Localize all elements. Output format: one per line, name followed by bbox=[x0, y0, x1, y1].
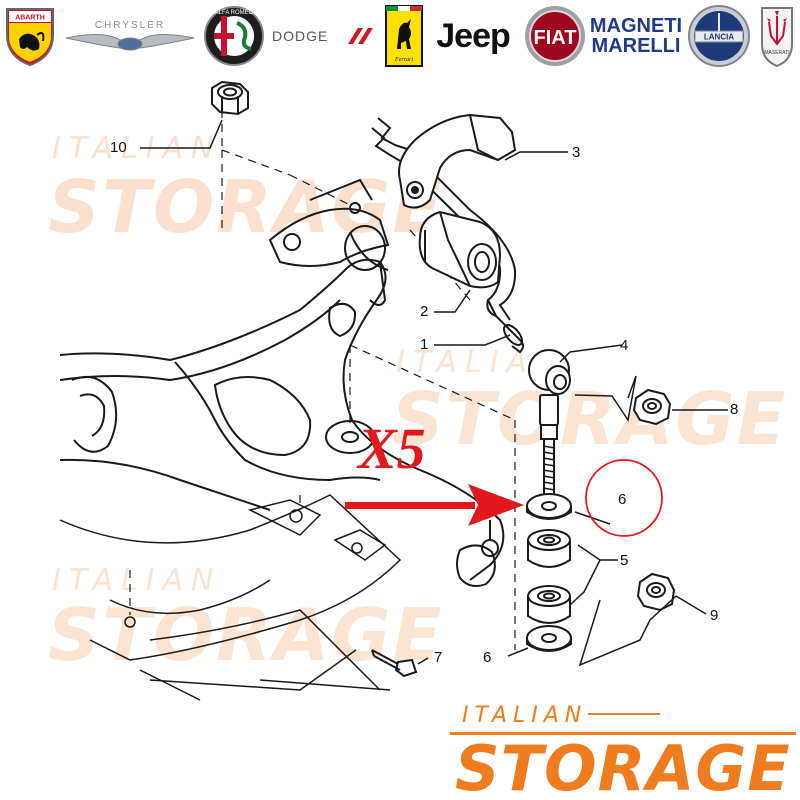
alfa-romeo-logo: ALFA ROMEO bbox=[202, 4, 266, 68]
bolt bbox=[371, 649, 418, 678]
ferrari-text: Ferrari bbox=[394, 57, 413, 63]
chrysler-logo: CHRYSLER bbox=[64, 4, 196, 68]
watermark-bottom-italian: ITALIAN bbox=[52, 563, 221, 598]
dodge-logo: DODGE bbox=[270, 4, 374, 68]
nut-link-lower bbox=[636, 572, 676, 612]
rubber-bushing-upper bbox=[527, 529, 571, 568]
callout-5: 5 bbox=[620, 552, 628, 569]
highlight-circle bbox=[585, 459, 663, 537]
callout-1: 1 bbox=[420, 336, 428, 353]
marelli-text: MARELLI bbox=[591, 35, 681, 57]
footer-rule bbox=[450, 732, 796, 735]
callout-6-upper: 6 bbox=[618, 491, 626, 508]
quantity-mark: X5 bbox=[356, 416, 426, 481]
chrysler-text: CHRYSLER bbox=[95, 20, 165, 31]
watermark-bottom: ITALIAN STORAGE bbox=[48, 563, 442, 677]
callout-6-lower: 6 bbox=[483, 649, 491, 666]
lower-control-arm bbox=[59, 258, 505, 587]
callout-9: 9 bbox=[710, 607, 718, 624]
fiat-logo: FIAT bbox=[522, 4, 588, 68]
dodge-text: DODGE bbox=[272, 28, 328, 44]
brand-logo-strip: ABARTH CHRYSLER ALFA ROMEO bbox=[0, 0, 800, 72]
washer-lower bbox=[526, 625, 572, 652]
rubber-bushing-lower bbox=[527, 585, 571, 624]
abarth-logo: ABARTH bbox=[2, 4, 58, 68]
callout-2: 2 bbox=[420, 303, 428, 320]
footer-italian: ITALIAN bbox=[462, 703, 660, 728]
lancia-text: LANCIA bbox=[704, 33, 734, 42]
subframe-mount bbox=[268, 178, 390, 306]
jeep-text: Jeep bbox=[436, 16, 510, 55]
nut-link-upper bbox=[632, 388, 672, 426]
alfa-romeo-text: ALFA ROMEO bbox=[215, 10, 254, 16]
maserati-text: MASERATI bbox=[764, 50, 789, 56]
fiat-text: FIAT bbox=[534, 27, 577, 49]
nut-top bbox=[211, 80, 249, 116]
callout-3: 3 bbox=[572, 144, 580, 161]
footer-italian-text: ITALIAN bbox=[462, 703, 587, 728]
watermark-middle-storage: STORAGE bbox=[392, 377, 788, 461]
callout-8: 8 bbox=[730, 401, 738, 418]
callout-labels: 10 3 2 1 4 8 6 5 9 6 7 bbox=[110, 139, 738, 666]
washer-upper bbox=[526, 493, 572, 520]
maserati-logo: MASERATI bbox=[756, 4, 798, 68]
highlight-arrow bbox=[345, 484, 524, 526]
watermark-top-storage: STORAGE bbox=[48, 165, 444, 249]
sway-bar-bracket bbox=[398, 113, 517, 209]
abarth-text: ABARTH bbox=[15, 15, 45, 22]
ferrari-logo: Ferrari bbox=[384, 4, 424, 68]
magneti-marelli-logo: MAGNETI MARELLI bbox=[590, 4, 682, 68]
callout-4: 4 bbox=[620, 337, 628, 354]
jeep-logo: Jeep bbox=[428, 4, 518, 68]
underbody-plate bbox=[59, 494, 402, 701]
sway-bar-bushing bbox=[418, 210, 502, 289]
callout-10: 10 bbox=[110, 139, 127, 156]
callout-7: 7 bbox=[434, 649, 442, 666]
watermark-middle: ITALIAN STORAGE bbox=[392, 345, 788, 461]
footer-storage-text: STORAGE bbox=[455, 732, 791, 798]
magneti-text: MAGNETI bbox=[589, 15, 683, 37]
stabilizer-link bbox=[528, 349, 571, 500]
footer-storage: STORAGE bbox=[455, 732, 791, 798]
lancia-logo: LANCIA bbox=[686, 4, 752, 68]
callout-leaders bbox=[140, 119, 728, 691]
